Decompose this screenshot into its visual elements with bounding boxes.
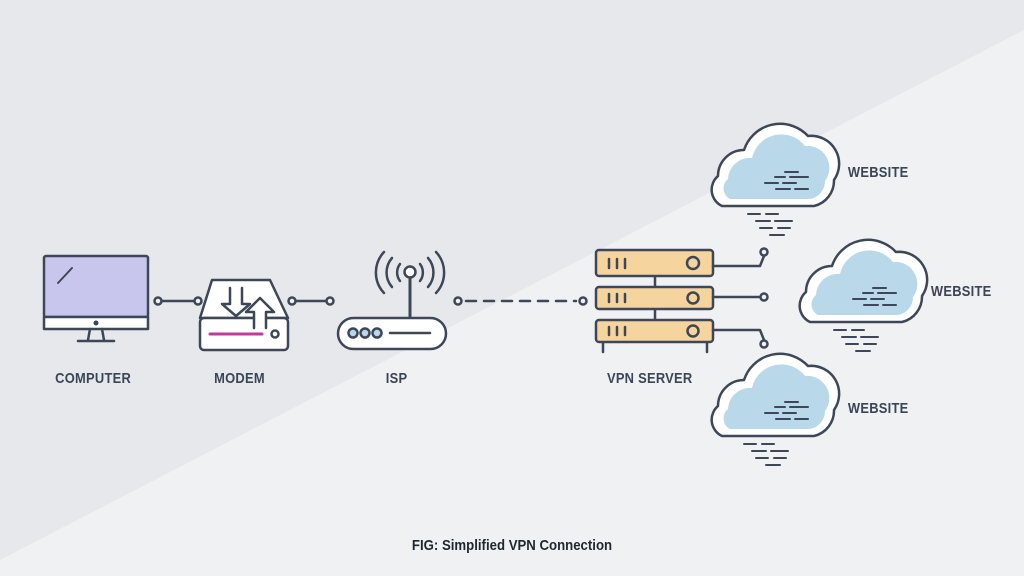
- vpn-server-icon: [594, 248, 715, 354]
- link-computer-modem: [153, 296, 203, 306]
- website-cloud-icon-1: [710, 122, 841, 236]
- link-modem-isp: [287, 296, 335, 306]
- website-label-1: WEBSITE: [847, 164, 909, 181]
- figure-caption: FIG: Simplified VPN Connection: [411, 537, 613, 554]
- website-label-2: WEBSITE: [930, 283, 992, 300]
- website-label-3: WEBSITE: [847, 400, 909, 417]
- link-isp-vpn: [453, 296, 588, 306]
- isp-label: ISP: [385, 370, 408, 387]
- computer-icon: [42, 254, 150, 343]
- website-cloud-icon-3: [710, 352, 841, 466]
- link-vpn-websites: [711, 247, 769, 349]
- website-cloud-icon-2: [798, 238, 929, 352]
- modem-label: MODEM: [214, 370, 265, 387]
- modem-icon: [198, 278, 290, 352]
- isp-router-icon: [336, 250, 448, 351]
- computer-label: COMPUTER: [55, 370, 132, 387]
- vpn-server-label: VPN SERVER: [606, 370, 693, 387]
